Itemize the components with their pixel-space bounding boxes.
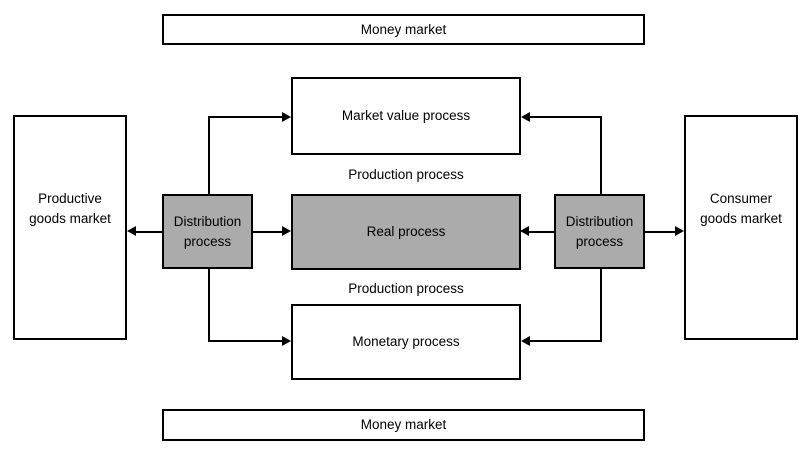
arrowhead-into-consumer-market — [675, 226, 684, 236]
connector-dist-right-down-vertical — [600, 269, 602, 341]
money-market-top-box: Money market — [162, 14, 645, 45]
production-process-bottom-label: Production process — [348, 281, 464, 296]
market-value-process-label: Market value process — [341, 108, 471, 123]
production-process-top-label: Production process — [348, 167, 464, 182]
productive-goods-market-label: Productive goods market — [29, 190, 111, 226]
money-market-bottom-label: Money market — [360, 417, 447, 432]
monetary-process-box: Monetary process — [291, 304, 521, 380]
connector-dist-right-to-real — [529, 231, 554, 233]
connector-dist-left-to-monetary — [208, 340, 282, 342]
connector-dist-right-to-monetary — [530, 340, 602, 342]
arrowhead-into-monetary-left — [282, 336, 291, 346]
connector-dist-left-to-market-value — [208, 116, 282, 118]
connector-dist-left-up-vertical — [208, 116, 210, 194]
arrowhead-into-monetary-right — [521, 336, 530, 346]
connector-dist-left-to-real — [253, 231, 282, 233]
distribution-process-right-box: Distribution process — [554, 194, 645, 269]
connector-dist-left-to-productive — [136, 231, 162, 233]
market-value-process-box: Market value process — [291, 77, 521, 155]
real-process-label: Real process — [366, 224, 446, 239]
money-market-bottom-box: Money market — [162, 409, 645, 441]
distribution-process-right-label: Distribution process — [565, 213, 634, 249]
consumer-goods-market-box: Consumer goods market — [684, 115, 798, 340]
arrowhead-into-real-right — [520, 226, 529, 236]
connector-dist-right-up-vertical — [600, 116, 602, 194]
arrowhead-into-real-left — [282, 226, 291, 236]
arrowhead-into-market-value-left — [282, 112, 291, 122]
arrowhead-into-productive-market — [127, 226, 136, 236]
monetary-process-label: Monetary process — [352, 334, 460, 349]
distribution-process-left-box: Distribution process — [162, 194, 253, 269]
connector-dist-right-to-consumer — [645, 231, 675, 233]
money-market-top-label: Money market — [360, 21, 447, 37]
distribution-process-left-label: Distribution process — [173, 213, 242, 249]
connector-dist-left-down-vertical — [208, 269, 210, 341]
arrowhead-into-market-value-right — [521, 112, 530, 122]
connector-dist-right-to-market-value — [530, 116, 602, 118]
productive-goods-market-box: Productive goods market — [13, 115, 127, 340]
consumer-goods-market-label: Consumer goods market — [700, 190, 782, 226]
real-process-box: Real process — [291, 194, 521, 270]
